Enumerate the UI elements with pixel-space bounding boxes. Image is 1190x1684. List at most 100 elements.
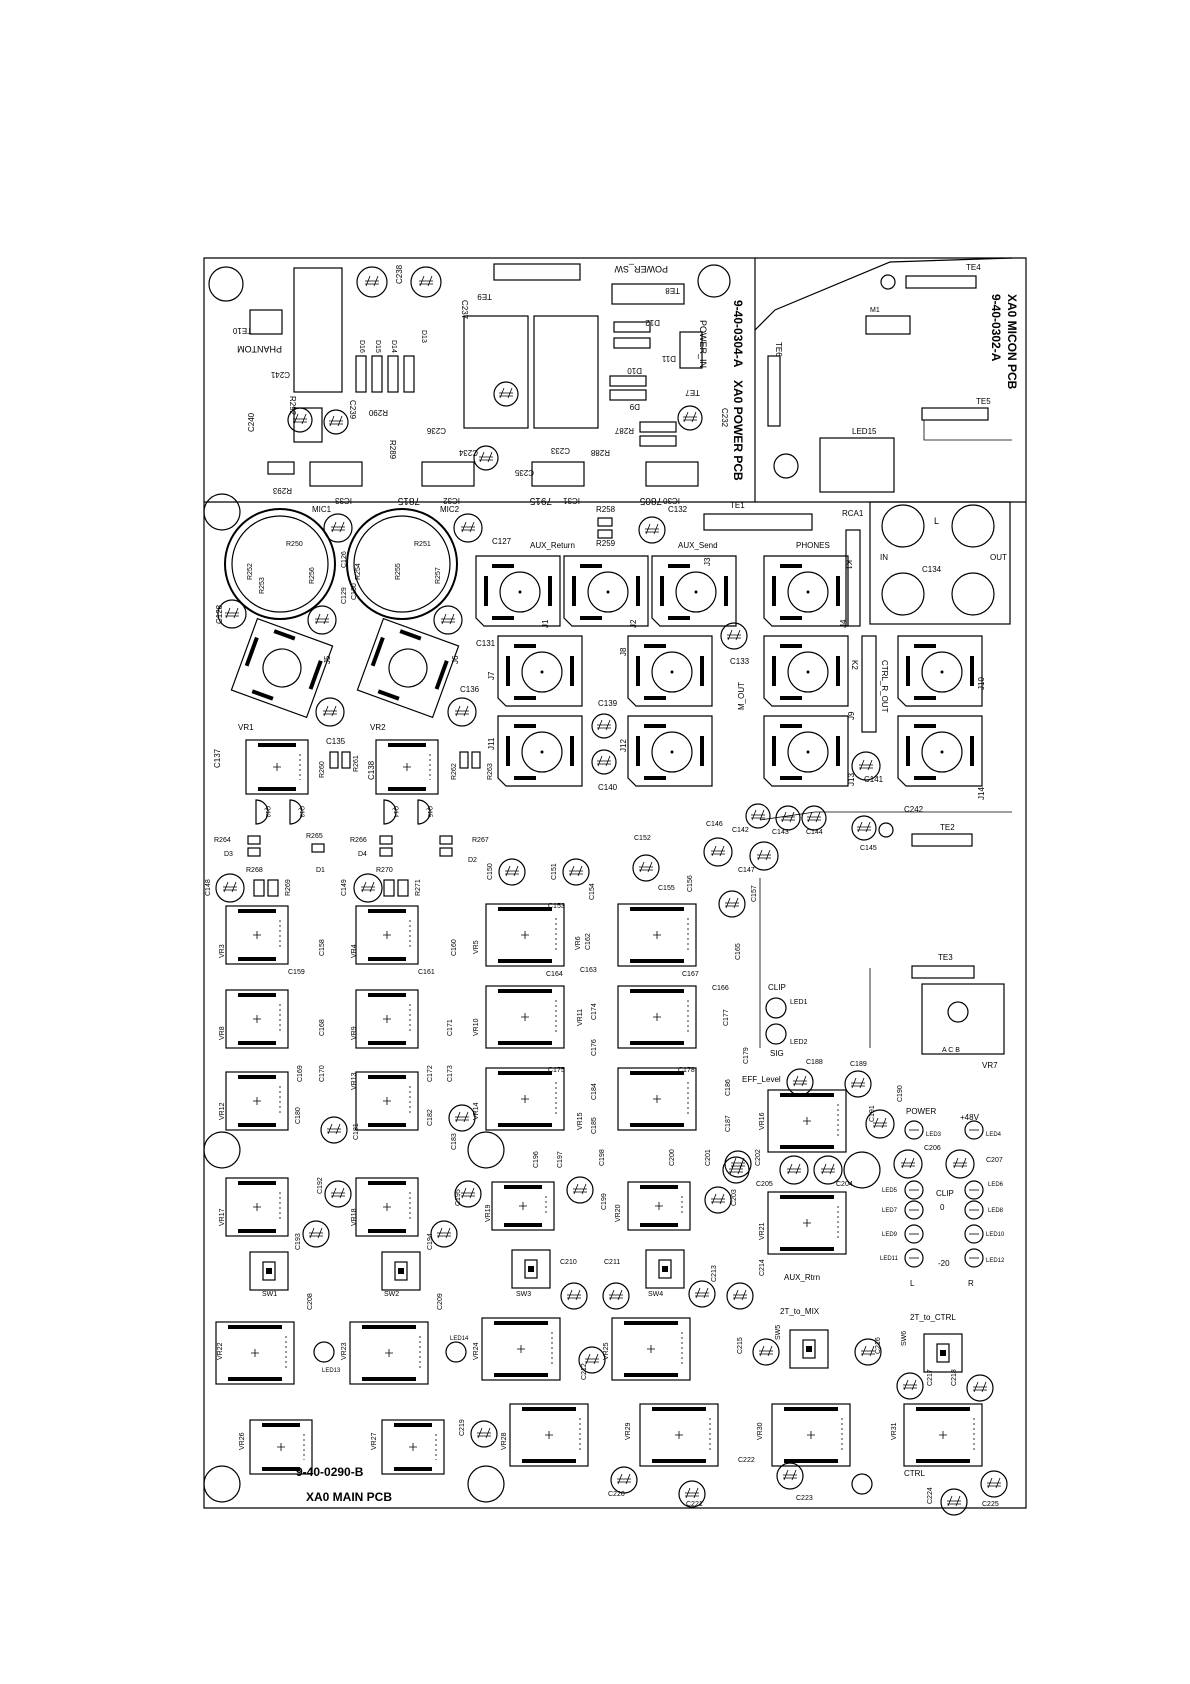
te1-connector <box>703 513 813 531</box>
vr26-label: VR26 <box>239 1432 246 1450</box>
capacitor <box>749 841 779 871</box>
vr3-label: VR3 <box>219 944 226 958</box>
capacitor <box>945 1149 975 1179</box>
r259-label: R259 <box>596 539 616 548</box>
r269-label: R269 <box>285 879 292 896</box>
r258-label: R258 <box>596 505 616 514</box>
power-in-label: POWER_IN <box>698 320 708 368</box>
m1-module <box>865 315 911 335</box>
c216-label: C216 <box>875 1337 882 1354</box>
mounting-hole <box>203 493 241 531</box>
meter-led <box>964 1200 984 1220</box>
k1-connector <box>845 529 861 627</box>
vr29-label: VR29 <box>625 1422 632 1440</box>
vr8-label: VR8 <box>219 1026 226 1040</box>
r287-resistor <box>639 421 677 433</box>
meter-led <box>964 1180 984 1200</box>
c138-label: C138 <box>367 760 376 780</box>
regulator-7815-label: 7815 <box>397 495 420 506</box>
potentiometer <box>245 739 309 795</box>
c127-label: C127 <box>492 537 512 546</box>
c134-label: C134 <box>922 565 942 574</box>
rca-out-label: OUT <box>990 553 1007 562</box>
d9-label: D9 <box>629 402 640 411</box>
te3-label: TE3 <box>938 953 953 962</box>
switches <box>249 1249 963 1373</box>
potentiometer <box>617 985 697 1049</box>
c139-label: C139 <box>598 699 618 708</box>
micon-board-outline <box>754 257 1013 502</box>
potentiometer <box>611 1317 691 1381</box>
capacitor <box>745 803 771 829</box>
c200-label: C200 <box>669 1149 676 1166</box>
r290-label: R290 <box>368 408 388 417</box>
j9-label: J9 <box>847 711 856 720</box>
capacitor <box>722 1156 750 1184</box>
capacitor <box>980 1470 1008 1498</box>
te6-label: TE6 <box>774 342 783 357</box>
jack-socket <box>497 635 583 707</box>
c213-label: C213 <box>711 1265 718 1282</box>
capacitor <box>638 516 666 544</box>
c157-label: C157 <box>751 885 758 902</box>
r289-label: R289 <box>388 440 397 460</box>
c148-label: C148 <box>205 879 212 896</box>
rca-in-label: IN <box>880 553 888 562</box>
te6-connector <box>767 355 781 427</box>
potentiometer <box>349 1321 429 1385</box>
c171-label: C171 <box>447 1019 454 1036</box>
potentiometers <box>215 739 983 1475</box>
jack-socket <box>897 715 983 787</box>
vr10-label: VR10 <box>473 1018 480 1036</box>
r252-label: R252 <box>247 563 254 580</box>
ic32-label: IC32 <box>443 496 460 505</box>
c191-label: C191 <box>869 1105 876 1122</box>
phantom-label: PHANTOM <box>237 344 282 354</box>
te8-label: TE8 <box>665 286 680 295</box>
d16-label: D16 <box>358 340 365 353</box>
rca-jack <box>951 504 995 548</box>
te2-connector <box>911 833 973 847</box>
c182-label: C182 <box>427 1109 434 1126</box>
c128-label: C128 <box>215 604 224 624</box>
main-board-outline <box>203 257 1027 1509</box>
vr5-label: VR5 <box>473 940 480 954</box>
r264-label: R264 <box>214 837 231 844</box>
led1-indicator <box>765 997 787 1019</box>
capacitor <box>454 1180 482 1208</box>
r259-resistor <box>597 529 613 539</box>
r266-resistor <box>379 835 393 845</box>
mounting-hole <box>467 1465 505 1503</box>
r263-label: R263 <box>487 763 494 780</box>
mounting-holes <box>203 264 896 1503</box>
c144-label: C144 <box>806 829 823 836</box>
eff-level-label: EFF_Level <box>742 1075 781 1084</box>
r287-label: R287 <box>614 426 634 435</box>
capacitor <box>752 1338 780 1366</box>
jack-socket-tilted <box>230 617 334 719</box>
micon-pcb: TE4 M1 TE6 TE5 LED15 <box>767 263 1012 493</box>
led15-label: LED15 <box>852 427 877 436</box>
rectifier-block-right <box>533 315 599 429</box>
potentiometer <box>225 989 289 1049</box>
capacitor <box>448 1104 476 1132</box>
capacitor <box>677 405 703 431</box>
meter-led <box>904 1248 924 1268</box>
j4-label: J4 <box>839 619 848 628</box>
meter-r-label: R <box>968 1279 974 1288</box>
pot-labels: VR3 VR4 VR5 VR6 VR8 VR9 VR10 VR11 VR12 V… <box>217 936 998 1450</box>
c135-label: C135 <box>326 737 346 746</box>
c131-label: C131 <box>476 639 496 648</box>
c220-label: C220 <box>608 1491 625 1498</box>
capacitor <box>447 697 477 727</box>
mounting-hole <box>208 266 244 302</box>
mounting-hole <box>843 1151 881 1189</box>
potentiometer <box>771 1403 851 1467</box>
r269b-resistor <box>267 879 279 897</box>
capacitor <box>865 1109 895 1139</box>
mounting-hole <box>878 822 894 838</box>
c234-label: C234 <box>458 448 478 457</box>
c142-label: C142 <box>732 827 749 834</box>
d10-label: D10 <box>627 366 642 375</box>
c180-label: C180 <box>295 1107 302 1124</box>
